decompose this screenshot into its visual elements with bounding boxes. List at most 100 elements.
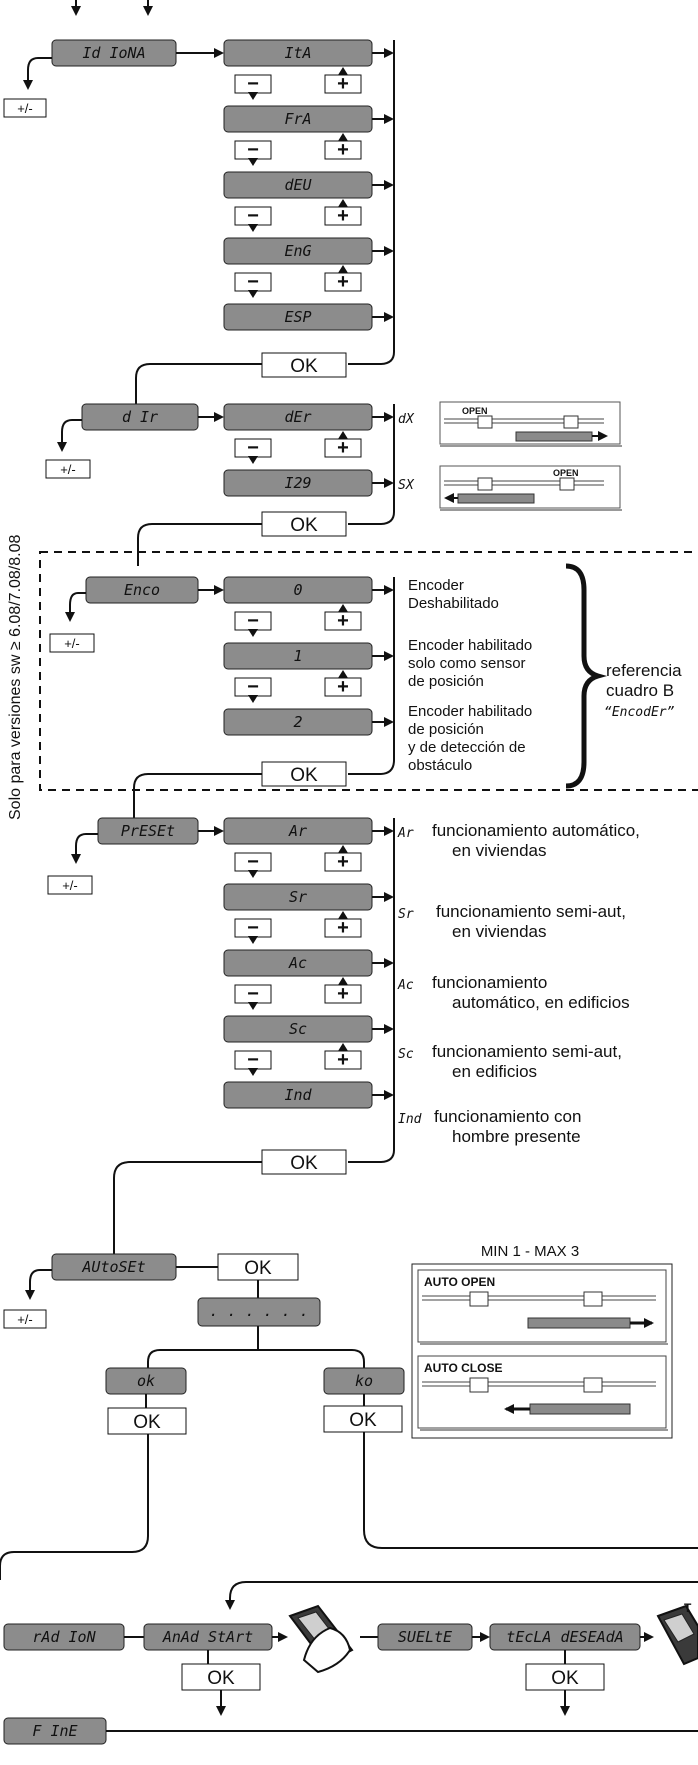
ok-label: OK <box>290 765 318 786</box>
option-label: Sc <box>289 1020 307 1038</box>
ok-label: OK <box>290 515 318 536</box>
preset-code: Sc <box>398 1047 414 1062</box>
down-arrow-icon <box>248 936 258 944</box>
reference-line: cuadro B <box>606 681 674 700</box>
down-arrow-icon <box>248 456 258 464</box>
gate-bar <box>529 1403 631 1415</box>
gate-bar <box>457 493 535 504</box>
flow-line <box>137 523 262 566</box>
description-line: y de detección de <box>408 739 526 756</box>
up-arrow-icon <box>338 265 348 273</box>
option-label: Ar <box>288 822 307 840</box>
plus-minus-button[interactable] <box>3 1309 47 1329</box>
lcd-result-ko-label: ko <box>355 1372 373 1390</box>
remote-key-label: T <box>684 1601 692 1615</box>
up-arrow-icon <box>338 67 348 75</box>
plus-minus-button[interactable] <box>45 459 91 479</box>
option-label: ESP <box>284 308 311 326</box>
option-label: ItA <box>284 44 311 62</box>
brace-icon <box>565 563 608 789</box>
flow-arrow <box>23 57 52 90</box>
flow-line <box>0 1434 149 1580</box>
description-line: hombre presente <box>452 1127 581 1146</box>
slider-open-label: OPEN <box>553 468 579 478</box>
option-label: dEr <box>284 408 311 426</box>
description-line: Encoder habilitado <box>408 637 532 654</box>
up-arrow-icon <box>338 845 348 853</box>
minus-label: − <box>247 437 259 459</box>
slider-handle <box>469 1291 489 1307</box>
description-line: en viviendas <box>452 922 547 941</box>
plus-label: + <box>337 1049 349 1071</box>
description-line: solo como sensor <box>408 655 526 672</box>
plus-minus-label: +/- <box>62 878 78 893</box>
gate-bar <box>515 431 593 442</box>
lcd-result-ok-label: ok <box>137 1372 155 1390</box>
reference-line: referencia <box>606 661 682 680</box>
option-label: Sr <box>289 888 307 906</box>
flow-line <box>348 351 395 365</box>
auto-close-label: AUTO CLOSE <box>424 1361 502 1375</box>
down-arrow-icon <box>248 1068 258 1076</box>
preset-code: Sr <box>398 907 414 922</box>
plus-minus-button[interactable] <box>47 875 93 895</box>
flow-line <box>363 1432 698 1549</box>
flow-line <box>133 773 262 818</box>
loop-return-arrow <box>225 1581 698 1610</box>
option-label: FrA <box>284 110 311 128</box>
idioma-options: ItA FrA dEU EnG ESP <box>223 39 394 331</box>
slider-panel-right: OPEN <box>439 401 622 447</box>
ok-button[interactable] <box>525 1663 605 1691</box>
ok-label: OK <box>244 1258 272 1279</box>
slider-handle <box>559 477 575 491</box>
up-arrow-icon <box>338 199 348 207</box>
ok-label: OK <box>349 1410 377 1431</box>
description-line: automático, en edificios <box>452 993 630 1012</box>
plus-label: + <box>337 676 349 698</box>
description-line: obstáculo <box>408 757 472 774</box>
side-code: SX <box>398 478 415 493</box>
minus-label: − <box>247 205 259 227</box>
ok-button[interactable] <box>181 1663 261 1691</box>
ok-button[interactable] <box>261 352 347 378</box>
preset-descriptions: Ar funcionamiento automático, en viviend… <box>397 821 640 1146</box>
plus-minus-button[interactable] <box>49 633 95 653</box>
up-arrow-icon <box>338 133 348 141</box>
plus-label: + <box>337 139 349 161</box>
ok-button[interactable] <box>217 1253 299 1281</box>
slider-handle <box>583 1377 603 1393</box>
minus-label: − <box>247 676 259 698</box>
minus-label: − <box>247 73 259 95</box>
minus-label: − <box>247 1049 259 1071</box>
description-line: en edificios <box>452 1062 537 1081</box>
plus-label: + <box>337 437 349 459</box>
ok-button[interactable] <box>261 761 347 787</box>
ok-button[interactable] <box>261 1149 347 1175</box>
idioma-stepper: − + − + − + − + <box>234 67 362 298</box>
option-label: I29 <box>284 474 311 492</box>
remote-press-icon <box>288 1604 354 1674</box>
ok-label: OK <box>133 1412 161 1433</box>
plus-minus-button[interactable] <box>3 98 47 118</box>
description-line: funcionamiento <box>432 973 547 992</box>
reference-code: “EncodEr” <box>604 705 675 720</box>
description-line: funcionamiento semi-aut, <box>432 1042 622 1061</box>
down-arrow-icon <box>248 629 258 637</box>
minus-label: − <box>247 139 259 161</box>
description-line: de posición <box>408 673 484 690</box>
plus-minus-label: +/- <box>17 101 33 116</box>
option-label: 0 <box>293 581 302 599</box>
lcd-autoset-label: AUtoSEt <box>81 1258 145 1276</box>
preset-options: Ar Sr Ac Sc Ind <box>223 817 373 1109</box>
up-arrow-icon <box>338 604 348 612</box>
flow-line <box>113 1161 262 1254</box>
ok-button[interactable] <box>323 1405 403 1433</box>
description-line: de posición <box>408 721 484 738</box>
option-label: 2 <box>293 713 302 731</box>
lcd-preset-label: PrESEt <box>121 822 175 840</box>
auto-close-card <box>417 1355 667 1429</box>
up-arrow-icon <box>338 911 348 919</box>
ok-label: OK <box>290 1153 318 1174</box>
slider-handle <box>477 477 493 491</box>
